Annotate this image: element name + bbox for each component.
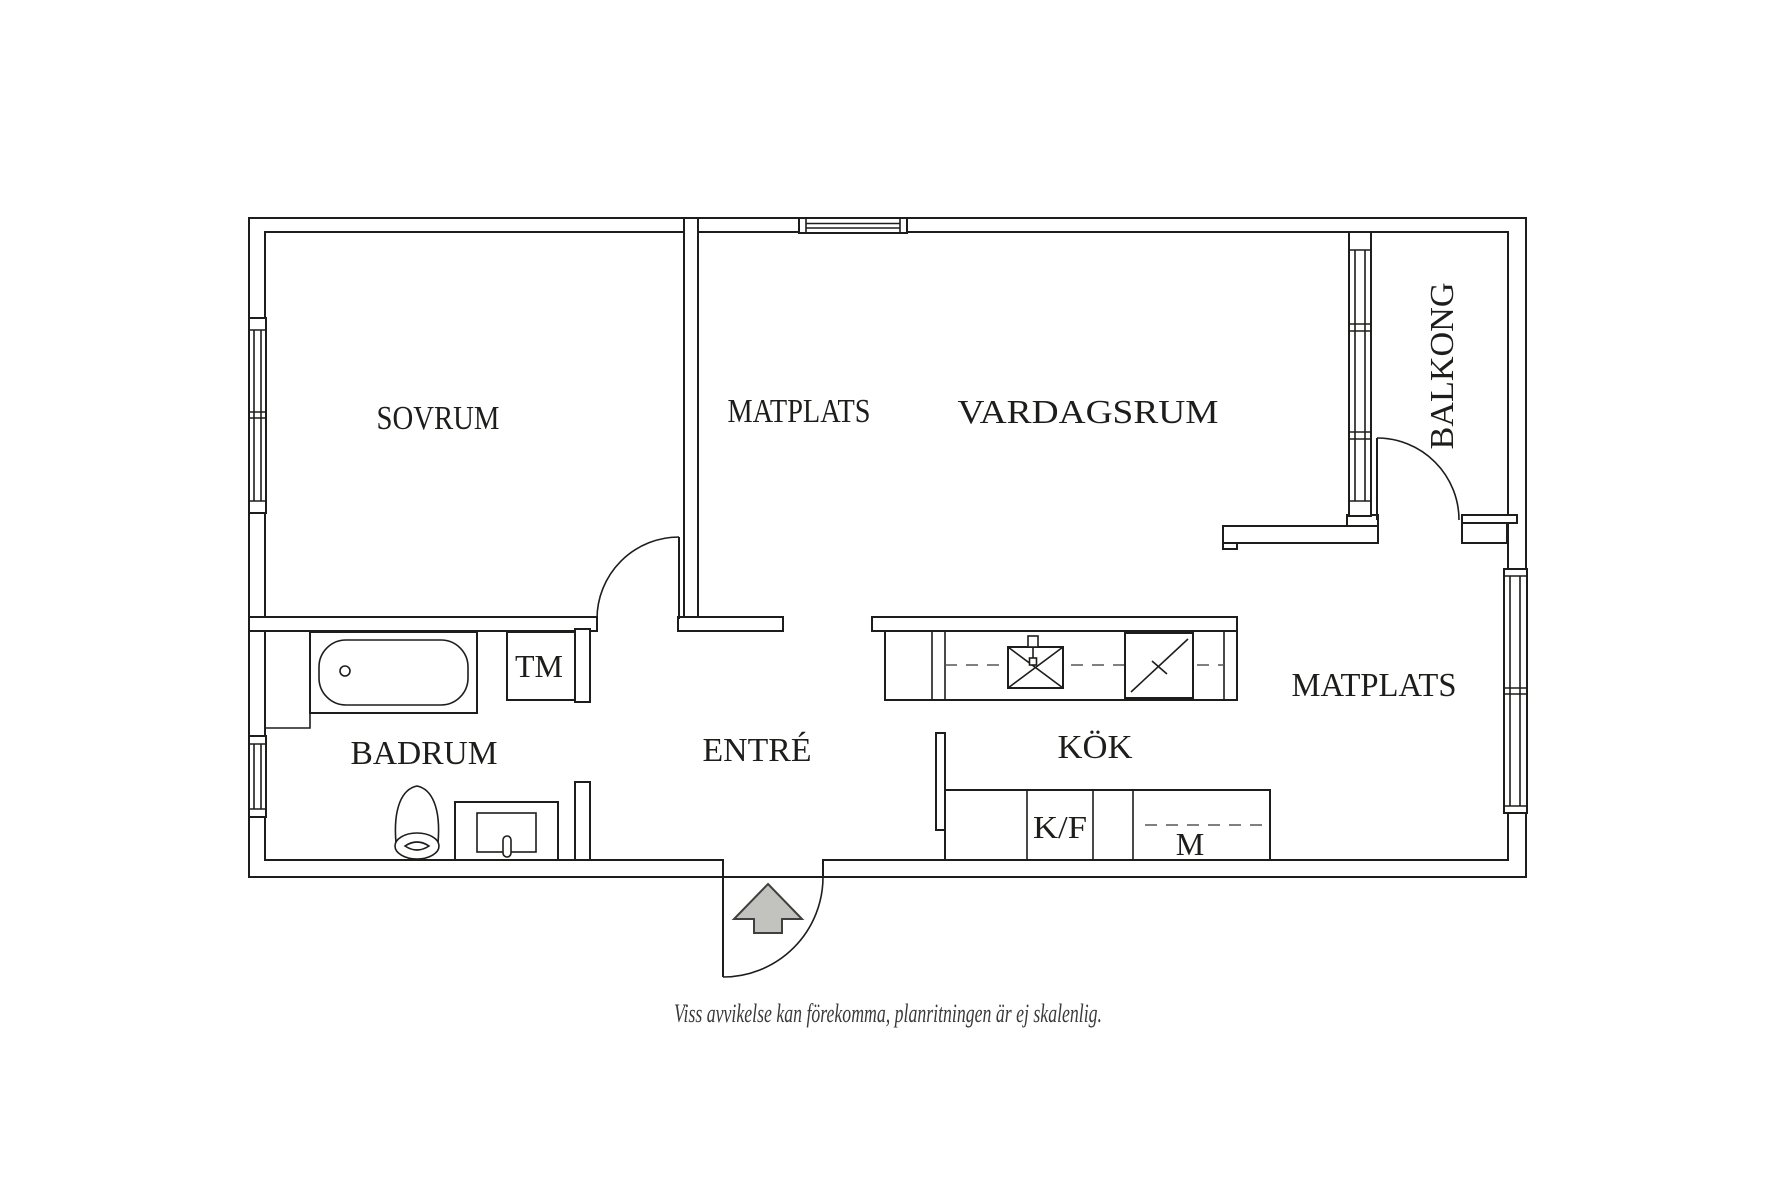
window-sovrum-west (248, 317, 267, 514)
outer-walls (248, 217, 1527, 878)
labels: SOVRUM MATPLATS VARDAGSRUM BALKONG BADRU… (351, 283, 1462, 1029)
window-matplats-east (1503, 568, 1528, 814)
wall-vardagsrum-matplats (1222, 525, 1379, 544)
disclaimer-caption: Viss avvikelse kan förekomma, planritnin… (674, 999, 1102, 1028)
sink-vanity-icon (454, 801, 559, 861)
wall-badrum-stub-upper (574, 628, 591, 703)
window-badrum-west (248, 735, 267, 818)
wall-entre-matplats (677, 616, 784, 632)
kitchen-sink-icon (1007, 635, 1064, 689)
doors (596, 437, 1460, 978)
room-label-entre: ENTRÉ (703, 732, 812, 769)
door-sovrum (596, 536, 680, 620)
door-entrance (722, 876, 824, 978)
appliance-label-kf: K/F (1033, 809, 1087, 845)
washing-machine-box (506, 631, 576, 701)
room-label-vardagsrum: VARDAGSRUM (958, 394, 1219, 431)
window-vardagsrum-balkong (1348, 231, 1372, 517)
entrance-opening (724, 858, 822, 876)
kitchen-lower-counter (935, 732, 1271, 861)
wall-step (1222, 542, 1238, 550)
room-label-badrum: BADRUM (351, 735, 498, 772)
wall-balkong-corner-patch (1461, 522, 1508, 544)
kitchen-upper-counter (871, 616, 1238, 701)
wall-balkong-south-right (1461, 514, 1518, 524)
appliance-label-tm: TM (515, 648, 563, 684)
interior-walls (248, 217, 1518, 861)
door-balkong (1376, 437, 1460, 521)
room-label-balkong: BALKONG (1424, 283, 1461, 450)
wall-entre-kok-fin (935, 732, 946, 831)
room-label-matplats-right: MATPLATS (1292, 667, 1457, 704)
appliance-label-m: M (1176, 826, 1204, 862)
counter-body-lower (944, 789, 1271, 861)
wall-sovrum-matplats (683, 217, 699, 632)
wall-badrum-stub-lower (574, 781, 591, 861)
bathtub-icon (309, 631, 478, 714)
room-label-kok: KÖK (1058, 729, 1133, 766)
wall-sovrum-south (248, 616, 598, 632)
stove-icon (1124, 632, 1194, 699)
room-label-matplats-upper: MATPLATS (728, 393, 871, 430)
counter-backsplash (871, 616, 1238, 632)
window-top-vent (798, 217, 908, 234)
room-label-sovrum: SOVRUM (377, 400, 500, 437)
entrance-arrow-icon (731, 882, 805, 934)
bathroom-fixtures (309, 631, 576, 861)
wall-step-under-tub (265, 713, 311, 729)
windows (248, 217, 1528, 818)
toilet-icon (394, 785, 440, 860)
